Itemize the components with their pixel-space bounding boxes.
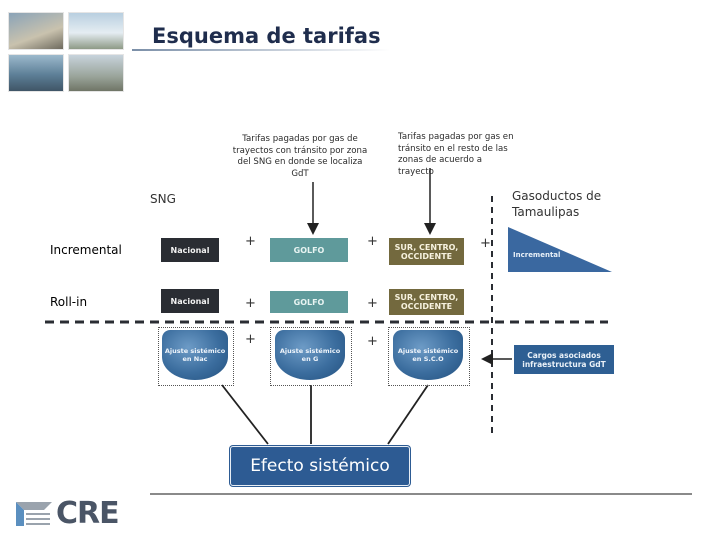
oval-ajuste-nac: Ajuste sistémico en Nac [162,330,228,380]
plus-sign: + [245,296,256,311]
power-lines-photo [68,54,124,92]
box-nacional-rollin: Nacional [161,289,219,313]
arrow-sco-to-efecto [387,384,429,445]
cre-logo-icon [16,502,52,526]
sng-label: SNG [150,192,176,206]
plus-sign: + [245,332,256,347]
box-sur-centro-occidente-rollin: SUR, CENTRO, OCCIDENTE [389,289,464,315]
wind-turbines-photo [68,12,124,50]
efecto-sistemico-box: Efecto sistémico [230,446,410,486]
industrial-photo [8,12,64,50]
plus-sign: + [367,296,378,311]
caption-other-zones: Tarifas pagadas por gas en tránsito en e… [398,132,514,177]
tamaulipas-label: Gasoductos de Tamaulipas [512,189,602,219]
arrow-nac-to-efecto [221,384,269,445]
footer-rule [150,493,692,495]
cre-logo-text: CRE [56,496,120,531]
oval-ajuste-sco: Ajuste sistémico en S.C.O [393,330,463,380]
incremental-triangle-label: Incremental [513,251,561,259]
plus-sign: + [367,234,378,249]
plus-sign: + [480,236,491,251]
box-nacional-incremental: Nacional [161,238,219,262]
plus-sign: + [245,234,256,249]
box-sur-centro-occidente-incremental: SUR, CENTRO, OCCIDENTE [389,238,464,265]
frame-ajuste-nac [158,327,234,386]
row-label-rollin: Roll-in [50,295,88,309]
incremental-triangle [508,227,612,272]
header-photo-collage [8,12,126,92]
page-title: Esquema de tarifas [152,24,381,48]
ship-photo [8,54,64,92]
frame-ajuste-g [270,327,352,386]
box-golfo-incremental: GOLFO [270,238,348,262]
caption-gdt-zone: Tarifas pagadas por gas de trayectos con… [232,134,368,179]
plus-sign: + [367,334,378,349]
box-cargos-infraestructura-gdt: Cargos asociados infraestructura GdT [514,345,614,374]
header-rule [132,49,390,51]
frame-ajuste-sco [388,327,470,386]
oval-ajuste-g: Ajuste sistémico en G [275,330,345,380]
row-label-incremental: Incremental [50,243,122,257]
box-golfo-rollin: GOLFO [270,291,348,313]
